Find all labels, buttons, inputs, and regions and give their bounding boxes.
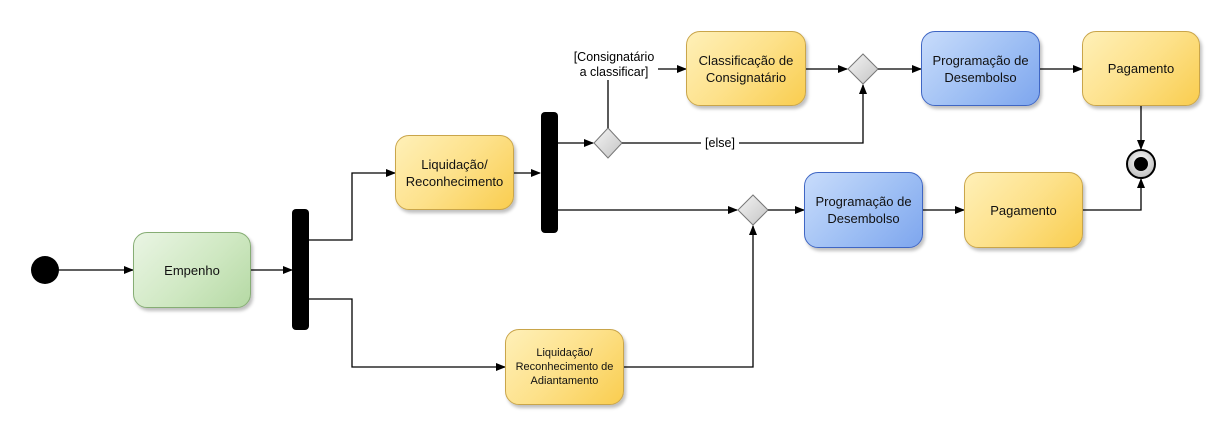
edge-adiantamento-merge-mid (624, 225, 757, 368)
edge-fork-adiantamento (309, 298, 506, 371)
initial-node (31, 256, 59, 284)
edge-fork-liquidacao (309, 169, 396, 241)
merge-diamond-top (847, 53, 879, 85)
activity-liquidacao-adiantamento[interactable]: Liquidação/ Reconhecimento de Adiantamen… (505, 329, 624, 405)
activity-programacao-desembolso-top[interactable]: Programação de Desembolso (921, 31, 1040, 106)
fork-bar-2 (541, 112, 558, 233)
activity-pagamento-top[interactable]: Pagamento (1082, 31, 1200, 106)
activity-classificacao-consignatario[interactable]: Classificação de Consignatário (686, 31, 806, 106)
decision-diamond-consignatario (593, 127, 623, 159)
activity-pagamento-mid[interactable]: Pagamento (964, 172, 1083, 248)
final-node (1126, 149, 1156, 179)
activity-programacao-desembolso-mid[interactable]: Programação de Desembolso (804, 172, 923, 248)
edge-pagamento-mid-final (1083, 178, 1145, 211)
guard-consignatario-a-classificar: [Consignatário a classificar] (570, 50, 658, 80)
guard-else: [else] (701, 136, 739, 151)
fork-bar-1 (292, 209, 309, 330)
activity-liquidacao[interactable]: Liquidação/ Reconhecimento (395, 135, 514, 210)
merge-diamond-mid (737, 194, 769, 226)
activity-empenho[interactable]: Empenho (133, 232, 251, 308)
